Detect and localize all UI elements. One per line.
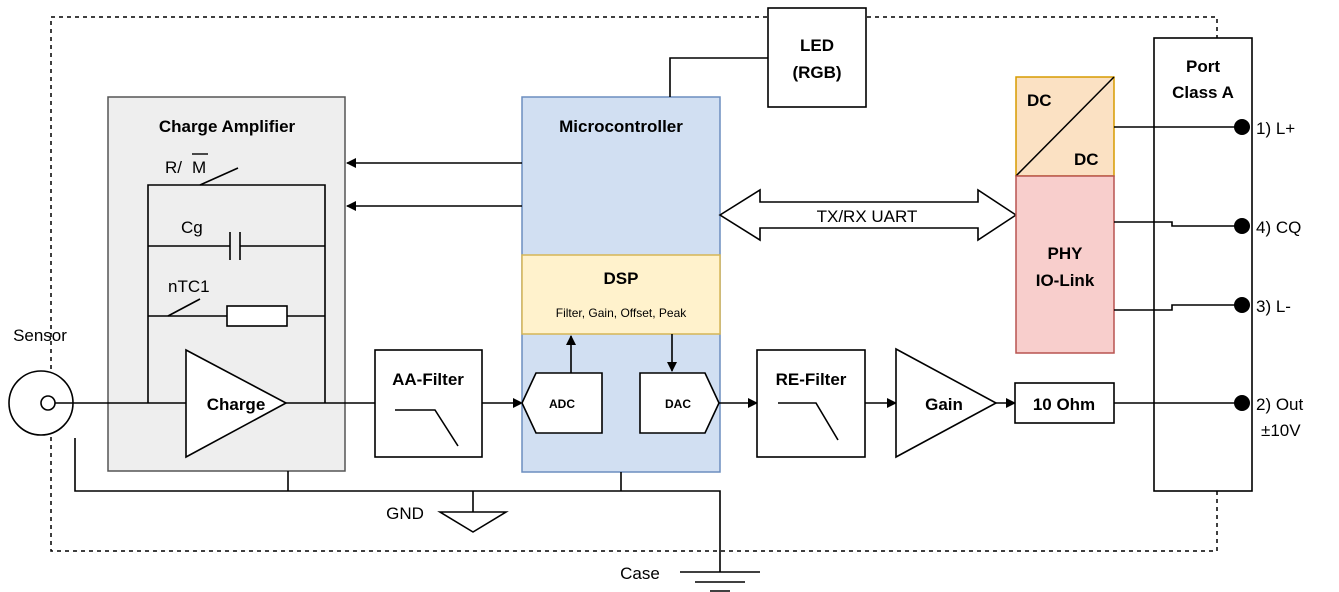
rm-switch [199, 167, 239, 186]
ntc1-switch [167, 298, 201, 317]
pin2-label: 2) Out [1256, 395, 1304, 414]
sensor-inner-circle [40, 395, 56, 411]
re-filter-lowpass-icon [778, 402, 839, 441]
gnd-label: GND [386, 504, 424, 523]
dac-label: DAC [665, 397, 691, 411]
ten-ohm-label: 10 Ohm [1033, 395, 1095, 414]
aa-filter-lowpass-icon [395, 409, 459, 447]
microcontroller-label: Microcontroller [559, 117, 683, 136]
sensor: Sensor [8, 326, 74, 436]
dc-dc-diagonal [1015, 76, 1115, 177]
pin1-label: 1) L+ [1256, 119, 1295, 138]
pin3-terminal [1234, 297, 1250, 313]
led-label-line1: LED [800, 36, 834, 55]
port-box [1153, 37, 1253, 492]
rm-label-overlined: M [192, 158, 206, 177]
aa-filter: AA-Filter [374, 349, 483, 458]
dsp-functions-label: Filter, Gain, Offset, Peak [556, 306, 688, 320]
adc-label: ADC [549, 397, 575, 411]
dac-block [639, 372, 720, 434]
adc-block [521, 372, 603, 434]
re-filter: RE-Filter [756, 349, 866, 458]
aa-filter-label: AA-Filter [392, 370, 464, 389]
gnd-symbol [437, 511, 509, 533]
uart-label-background [800, 204, 934, 226]
sensor-label: Sensor [13, 326, 67, 345]
led: LED (RGB) [669, 7, 867, 108]
port-label-line1: Port [1186, 57, 1220, 76]
pin3-label: 3) L- [1256, 297, 1291, 316]
dsp-label: DSP [604, 269, 639, 288]
gain-triangle [895, 347, 998, 459]
led-label-line2: (RGB) [792, 63, 841, 82]
gain-amplifier: Gain [895, 347, 998, 459]
pin4-label: 4) CQ [1256, 218, 1301, 237]
led-box [767, 7, 867, 108]
ntc1-resistor [226, 305, 288, 327]
port-class-a: Port Class A [1153, 37, 1253, 492]
microcontroller: Microcontroller DSP Filter, Gain, Offset… [521, 96, 721, 473]
case-label: Case [620, 564, 660, 583]
rm-label-prefix: R/ [165, 158, 182, 177]
re-filter-label: RE-Filter [776, 370, 847, 389]
wire-mcu-led [669, 57, 768, 97]
dc-dc-converter: DC DC [1015, 76, 1115, 177]
phy-box [1015, 175, 1115, 354]
ground-rail [74, 438, 721, 572]
charge-amplifier-block: Charge Amplifier R/ M Cg nTC1 Charge [107, 96, 346, 472]
port-label-line2: Class A [1172, 83, 1234, 102]
uart-label: TX/RX UART [817, 207, 918, 226]
phy-label-line1: PHY [1048, 244, 1084, 263]
dsp-box [521, 254, 721, 335]
ten-ohm-box [1014, 382, 1115, 424]
pin1-terminal [1234, 119, 1250, 135]
dc-bottom-label: DC [1074, 150, 1099, 169]
pin2-range-label: ±10V [1261, 421, 1301, 440]
wire-pin4 [1114, 221, 1242, 227]
output-resistor: 10 Ohm [1014, 382, 1115, 424]
charge-amplifier-title: Charge Amplifier [159, 117, 296, 136]
wire-pin3 [1114, 304, 1242, 311]
phy-label-line2: IO-Link [1036, 271, 1095, 290]
pin4-terminal [1234, 218, 1250, 234]
gain-label: Gain [925, 395, 963, 414]
charge-label: Charge [207, 395, 266, 414]
aa-filter-box [374, 349, 483, 458]
cg-label: Cg [181, 218, 203, 237]
feedback-rail [147, 184, 326, 403]
ntc1-label: nTC1 [168, 277, 210, 296]
dc-top-label: DC [1027, 91, 1052, 110]
phy-io-link: PHY IO-Link [1015, 175, 1115, 354]
